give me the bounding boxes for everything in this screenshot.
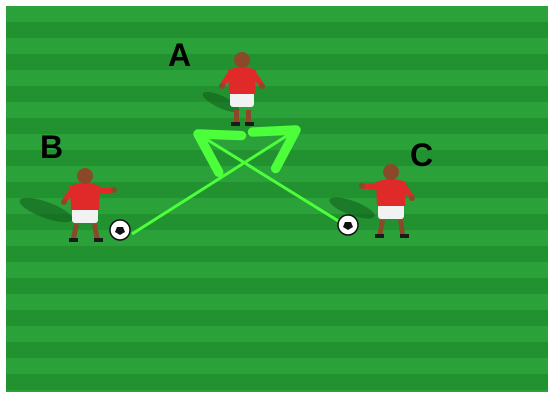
grass-stripe [6, 70, 548, 86]
grass-stripe [6, 214, 548, 230]
grass-stripe [6, 102, 548, 118]
label-a: A [168, 37, 191, 73]
player-shadows [19, 91, 375, 223]
ball-c [337, 214, 359, 236]
grass-stripe [6, 278, 548, 294]
player-b [61, 168, 117, 242]
grass-stripe [6, 358, 548, 374]
label-b: B [40, 129, 63, 165]
player-a [219, 52, 265, 126]
pass-arrow-b-to-a [131, 125, 301, 236]
grass-stripe [6, 54, 548, 70]
grass-stripe [6, 22, 548, 38]
grass-stripe [6, 262, 548, 278]
grass-stripe [6, 150, 548, 166]
ball-b [109, 219, 131, 241]
grass-stripe [6, 6, 548, 22]
player-c [359, 164, 415, 238]
pass-arrow-c-to-a [193, 129, 341, 224]
soccer-drill-diagram: A B C [6, 6, 548, 392]
grass-stripe [6, 342, 548, 358]
grass-stripe [6, 310, 548, 326]
grass-stripe [6, 246, 548, 262]
grass-stripe [6, 374, 548, 390]
grass-stripe [6, 118, 548, 134]
grass-stripe [6, 38, 548, 54]
grass-stripe [6, 198, 548, 214]
grass-stripe [6, 326, 548, 342]
grass-stripe [6, 166, 548, 182]
pass-arrows [131, 125, 341, 236]
grass-stripe [6, 390, 548, 392]
label-c: C [410, 137, 433, 173]
grass-stripe [6, 86, 548, 102]
grass-stripe [6, 230, 548, 246]
grass-stripe [6, 294, 548, 310]
